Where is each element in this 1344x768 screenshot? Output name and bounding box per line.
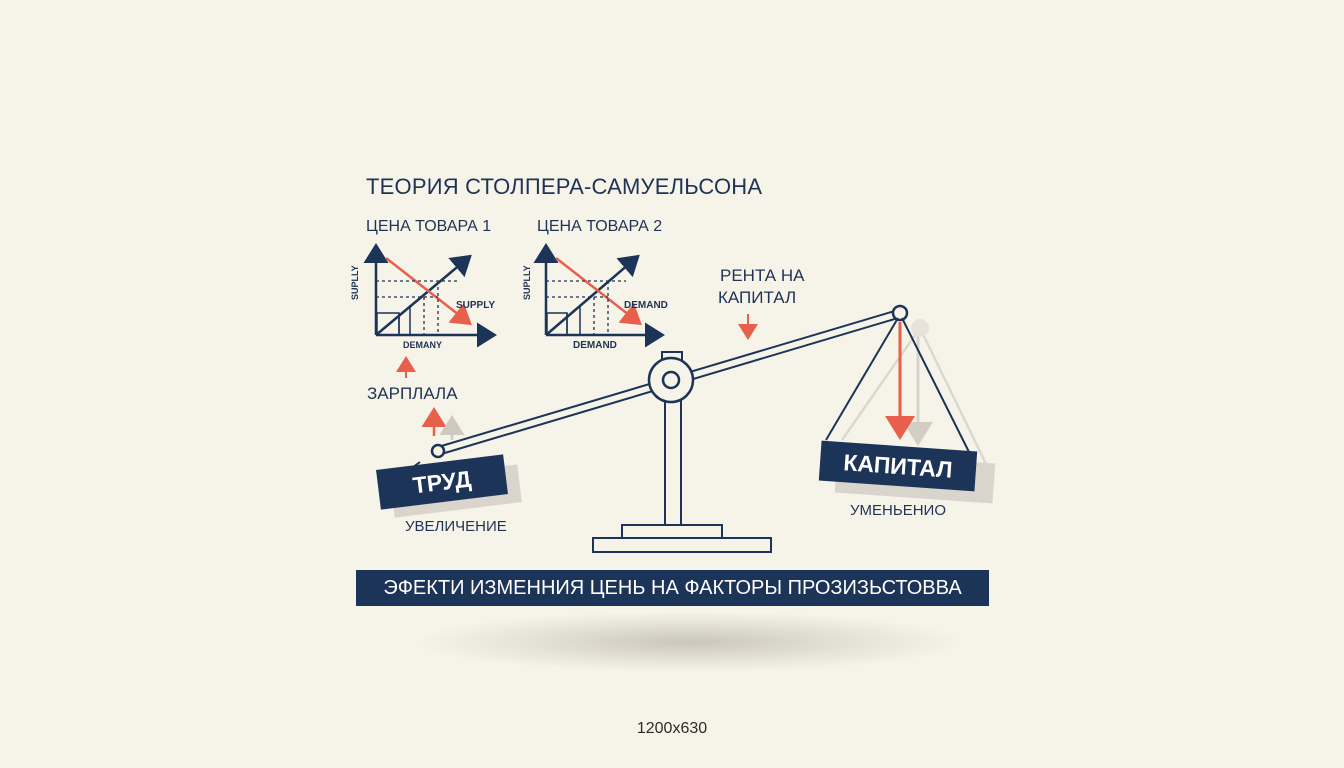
left-joint [430, 443, 446, 459]
chart-2-line-label: DEMAND [624, 300, 668, 311]
effects-banner: ЭФЕКТИ ИЗМЕННИЯ ЦЕНЬ НА ФАКТОРЫ ПРОЗИЗЬС… [356, 570, 989, 606]
price-chart-1 [363, 243, 497, 348]
base-bottom [592, 537, 772, 553]
demand-line [555, 257, 642, 326]
chart-1-line-label: SUPPLY [456, 300, 496, 311]
demand-line [385, 257, 472, 326]
wage-label: ЗАРПЛАЛА [367, 384, 458, 403]
chart-2-x-label: DEMAND [573, 340, 617, 351]
diagram-title: ТЕОРИЯ СТОЛПЕРА-САМУЕЛЬСОНА [366, 174, 763, 199]
ground-shadow [420, 612, 960, 672]
capital-pan [825, 317, 973, 459]
decrease-label: УМЕНЬЕНИО [850, 502, 946, 519]
chart-1-x-label: DEMANY [403, 340, 443, 350]
rent-label-line2: КАПИТАЛ [718, 288, 797, 307]
right-joint [891, 304, 909, 322]
chart-2-y-label: SUPLLY [522, 265, 532, 300]
chart-1-title: ЦЕНА ТОВАРА 1 [366, 218, 492, 235]
chart-1-y-label: SUPLLY [350, 265, 360, 300]
size-caption: 1200x630 [636, 720, 708, 737]
supply-line [375, 254, 472, 336]
pillar [664, 395, 682, 526]
base-top [621, 524, 723, 539]
pivot-center [661, 370, 681, 390]
chart-2-title: ЦЕНА ТОВАРА 2 [537, 218, 663, 235]
price-chart-2 [533, 243, 665, 348]
rent-label-line1: РЕНТА НА [720, 266, 805, 285]
increase-label: УВЕЛИЧЕНИЕ [405, 518, 507, 535]
